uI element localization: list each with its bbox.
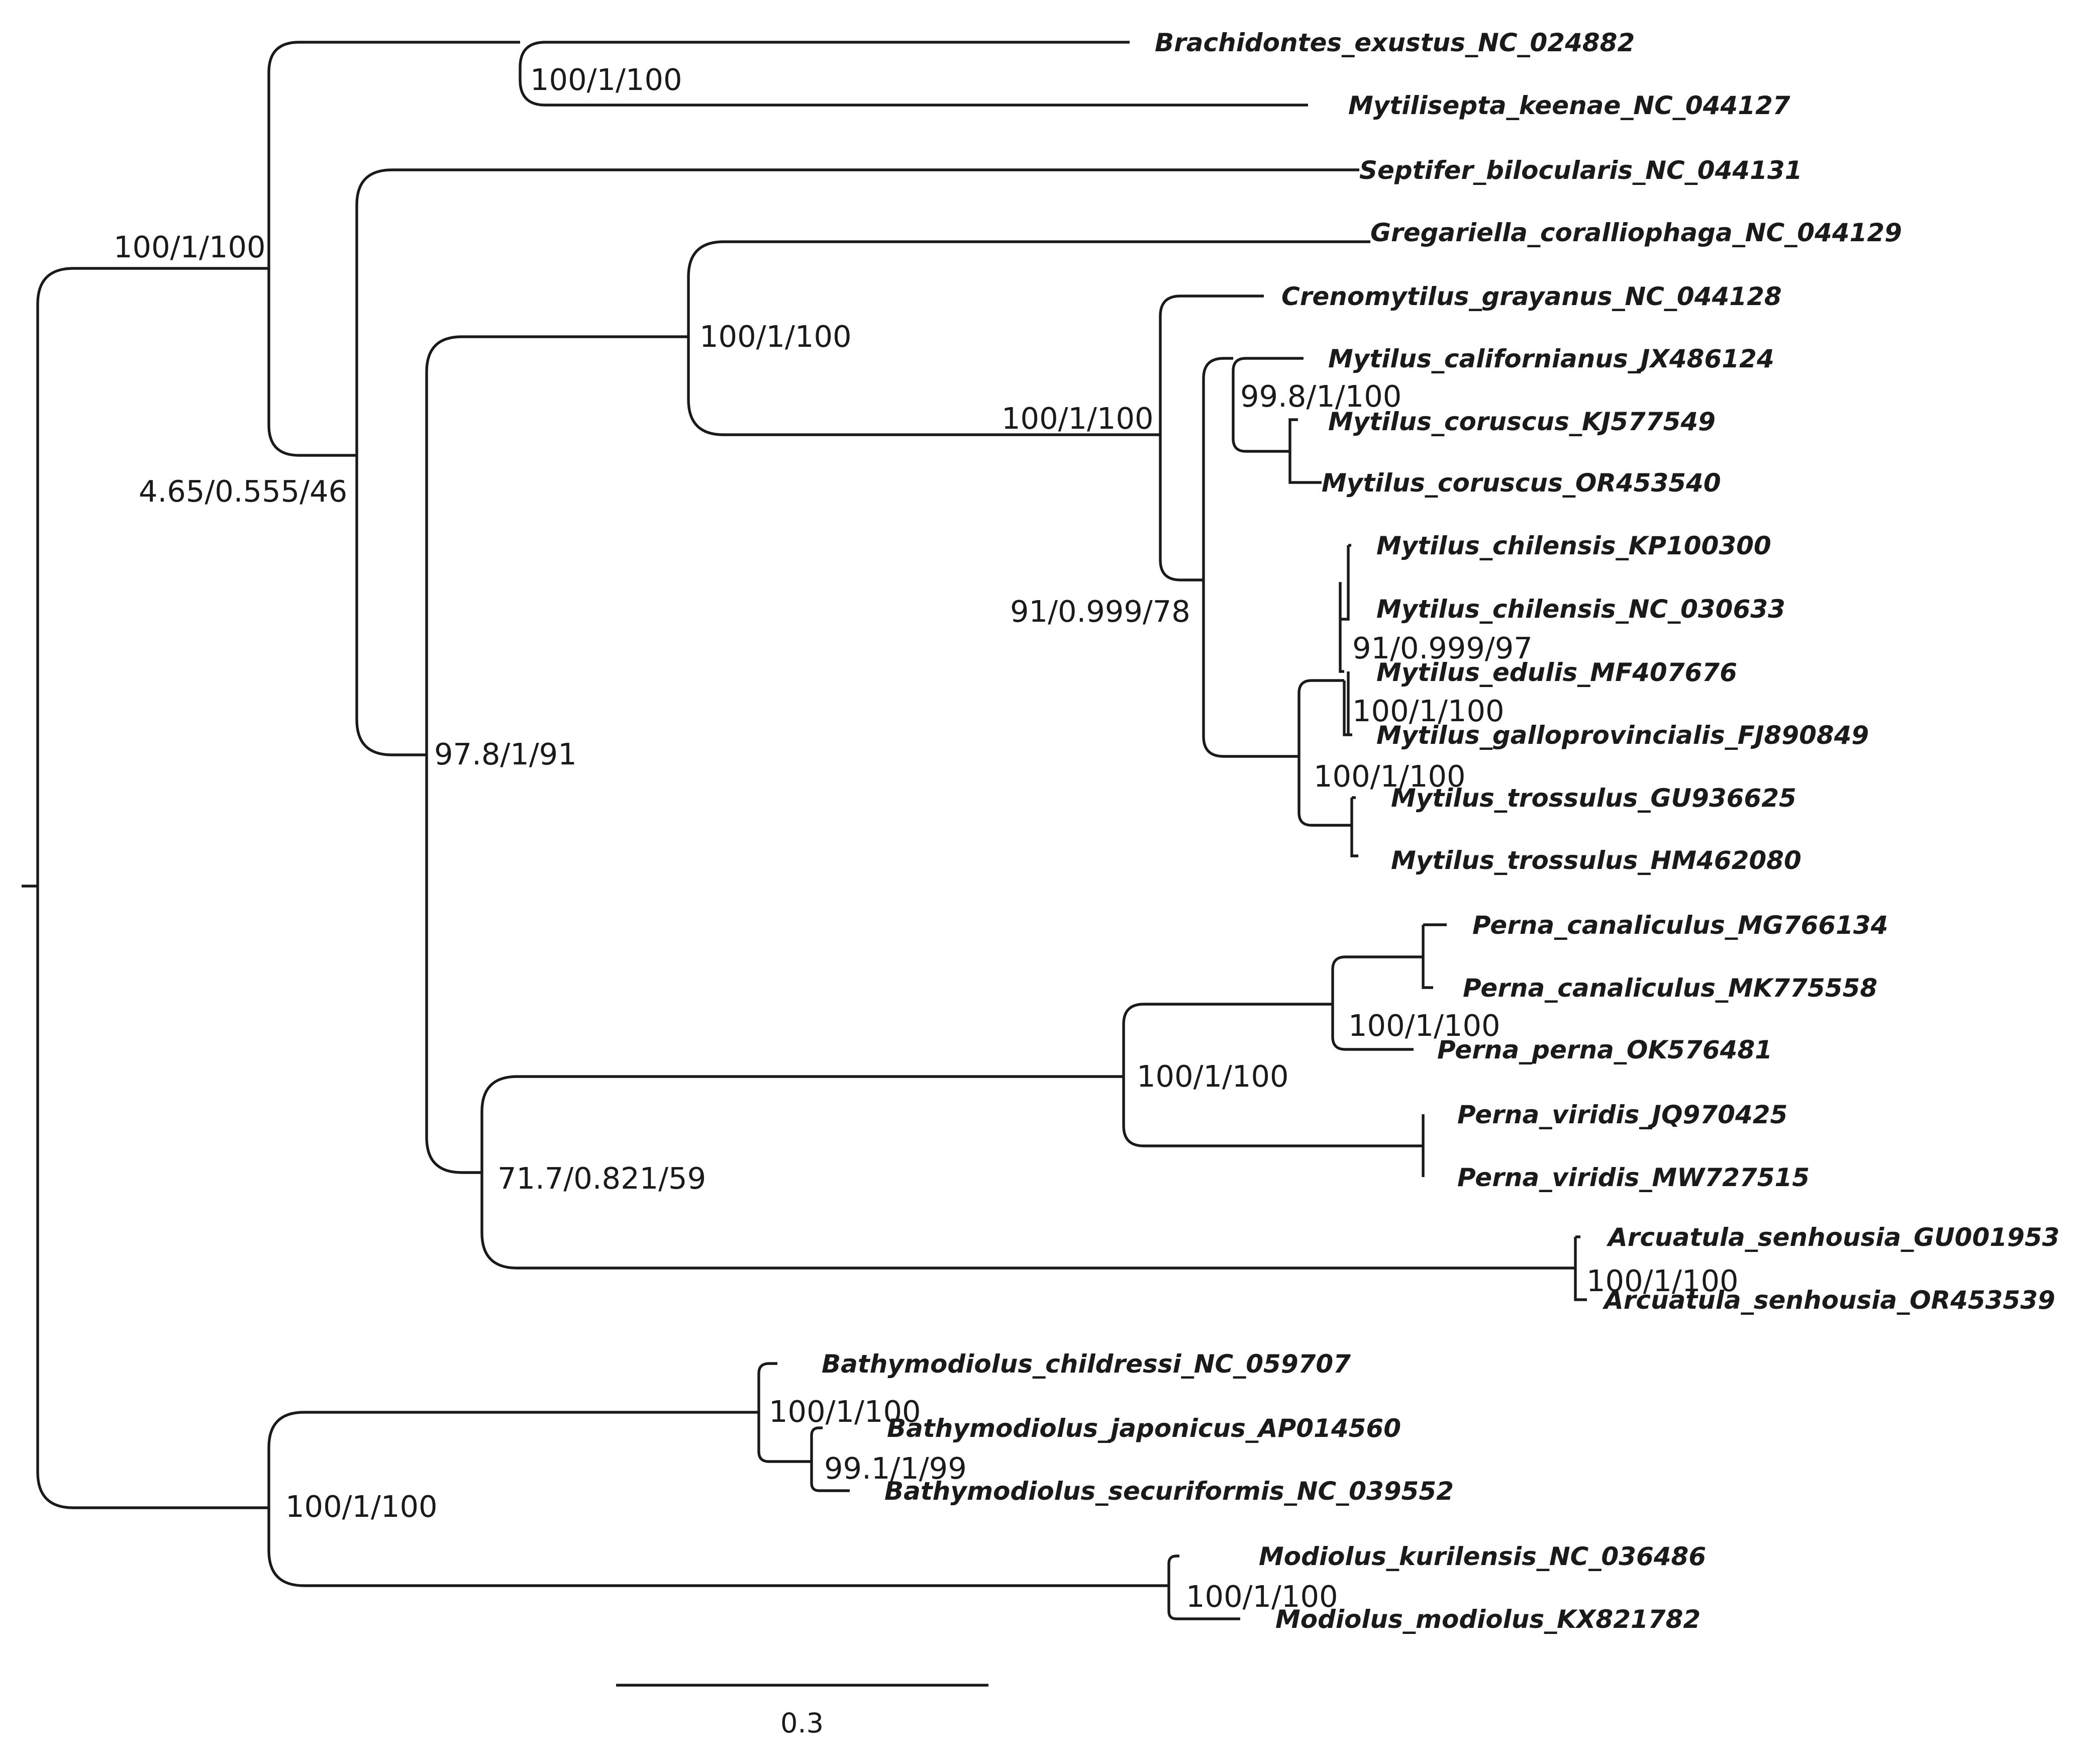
support-labels: 100/1/100 100/1/100 4.65/0.555/46 100/1/100… bbox=[114, 62, 1739, 1614]
leaf-label: Mytilisepta_keenae_NC_044127 bbox=[1348, 91, 1790, 120]
mytilus-clade-split bbox=[1159, 295, 1264, 581]
perna-clade-split bbox=[1122, 1003, 1423, 1147]
leaf-label: Mytilus_trossulus_HM462080 bbox=[1391, 846, 1802, 875]
support-value: 100/1/100 bbox=[1137, 1059, 1289, 1094]
support-value: 100/1/100 bbox=[1314, 759, 1466, 794]
chilensis-inner-split bbox=[1339, 582, 1344, 673]
support-value: 100/1/100 bbox=[1348, 1008, 1501, 1043]
modiolus-split bbox=[1167, 1555, 1240, 1620]
leaf-label: Perna_canaliculus_MK775558 bbox=[1463, 974, 1877, 1003]
support-value: 100/1/100 bbox=[1352, 694, 1505, 728]
leaf-label: Crenomytilus_grayanus_NC_044128 bbox=[1281, 282, 1782, 311]
gregariella-mytilus-split bbox=[687, 240, 1370, 436]
support-value: 100/1/100 bbox=[1002, 401, 1154, 436]
support-value: 4.65/0.555/46 bbox=[139, 474, 347, 509]
support-value: 100/1/100 bbox=[769, 1394, 921, 1429]
support-value: 100/1/100 bbox=[1186, 1579, 1338, 1614]
leaf-label: Bathymodiolus_japonicus_AP014560 bbox=[887, 1414, 1401, 1443]
leaf-label: Mytilus_edulis_MF407676 bbox=[1376, 658, 1737, 687]
support-value: 91/0.999/97 bbox=[1352, 631, 1533, 665]
leaf-label: Mytilus_galloprovincialis_FJ890849 bbox=[1376, 721, 1869, 750]
mytilus-edulis-group-split bbox=[1202, 357, 1299, 758]
leaf-label: Perna_canaliculus_MG766134 bbox=[1472, 911, 1888, 940]
support-value: 100/1/100 bbox=[285, 1489, 438, 1524]
bathymodiolus-split bbox=[757, 1362, 812, 1463]
support-value: 97.8/1/91 bbox=[434, 737, 577, 771]
support-value: 71.7/0.821/59 bbox=[497, 1161, 706, 1196]
chilensis-split bbox=[1340, 545, 1350, 621]
leaf-label: Arcuatula_senhousia_GU001953 bbox=[1606, 1223, 2060, 1252]
upper-clade-split bbox=[267, 41, 520, 457]
leaf-label: Perna_viridis_MW727515 bbox=[1457, 1163, 1810, 1192]
support-value: 100/1/100 bbox=[530, 62, 682, 97]
leaf-label: Bathymodiolus_securiformis_NC_039552 bbox=[884, 1477, 1454, 1506]
support-value: 100/1/100 bbox=[1586, 1264, 1739, 1298]
leaf-label: Brachidontes_exustus_NC_024882 bbox=[1155, 28, 1635, 57]
perna-canaliculus-split bbox=[1422, 923, 1447, 989]
leaf-label: Septifer_bilocularis_NC_044131 bbox=[1359, 156, 1802, 185]
bathymodiolus-modiolus-split bbox=[267, 1411, 1169, 1587]
support-value: 100/1/100 bbox=[699, 319, 852, 354]
perna-arcuatula-split bbox=[480, 1075, 1575, 1270]
trossulus-split bbox=[1350, 798, 1358, 857]
root-split bbox=[36, 267, 269, 1509]
leaf-label: Modiolus_kurilensis_NC_036486 bbox=[1259, 1542, 1706, 1571]
leaf-labels: Brachidontes_exustus_NC_024882Mytilisept… bbox=[822, 28, 2060, 1634]
edulis-gallo-split bbox=[1347, 671, 1352, 736]
leaf-label: Perna_viridis_JQ970425 bbox=[1457, 1100, 1787, 1129]
leaf-label: Bathymodiolus_childressi_NC_059707 bbox=[822, 1349, 1351, 1379]
californianus-coruscus-split bbox=[1232, 357, 1304, 453]
leaf-label: Gregariella_coralliophaga_NC_044129 bbox=[1370, 218, 1902, 247]
arcuatula-split bbox=[1574, 1235, 1587, 1301]
support-value: 99.8/1/100 bbox=[1240, 379, 1402, 414]
leaf-label: Perna_perna_OK576481 bbox=[1437, 1035, 1772, 1064]
leaf-label: Arcuatula_senhousia_OR453539 bbox=[1602, 1286, 2055, 1315]
support-value: 91/0.999/78 bbox=[1010, 594, 1190, 629]
brachidontes-mytilisepta-split bbox=[519, 41, 1308, 107]
leaf-label: Mytilus_chilensis_NC_030633 bbox=[1376, 595, 1785, 624]
leaf-label: Mytilus_coruscus_OR453540 bbox=[1322, 468, 1721, 498]
mytilinae-core-split bbox=[425, 335, 688, 1174]
coruscus-split bbox=[1288, 418, 1322, 484]
scale-bar-label: 0.3 bbox=[780, 1707, 824, 1739]
perna-canaliculus-perna-split bbox=[1331, 955, 1423, 1051]
leaf-label: Mytilus_californianus_JX486124 bbox=[1328, 344, 1774, 373]
leaf-label: Mytilus_coruscus_KJ577549 bbox=[1328, 407, 1716, 436]
support-value: 100/1/100 bbox=[114, 230, 266, 264]
support-value: 99.1/1/99 bbox=[824, 1451, 967, 1486]
leaf-label: Mytilus_chilensis_KP100300 bbox=[1376, 531, 1771, 560]
tree-branches bbox=[22, 41, 1587, 1687]
edulis-trossulus-split bbox=[1297, 679, 1352, 827]
bathymodiolus-inner-split bbox=[810, 1426, 850, 1492]
septifer-clade-split bbox=[355, 168, 1359, 756]
leaf-label: Modiolus_modiolus_KX821782 bbox=[1275, 1605, 1701, 1634]
leaf-label: Mytilus_trossulus_GU936625 bbox=[1391, 784, 1796, 813]
